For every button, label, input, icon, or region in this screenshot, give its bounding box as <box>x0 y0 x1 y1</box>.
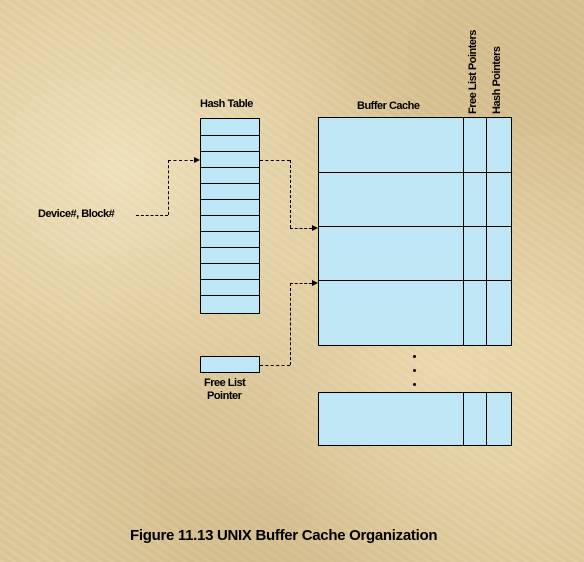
arrowhead-icon <box>312 225 318 231</box>
hash-pointers-label: Hash Pointers <box>491 46 503 114</box>
free-list-pointer-label-line2: Pointer <box>207 390 242 402</box>
free-list-pointers-label: Free List Pointers <box>467 30 479 114</box>
hash-table-row-divider <box>201 151 259 152</box>
device-connector <box>168 160 193 161</box>
hash-table-row-divider <box>201 231 259 232</box>
hash-table-row-divider <box>201 295 259 296</box>
buffer-cache-title: Buffer Cache <box>357 100 420 112</box>
free-list-pointer-box <box>200 356 260 373</box>
ellipsis-dot <box>413 383 416 386</box>
buffer-row-divider <box>319 172 511 173</box>
hash-table-row-divider <box>201 135 259 136</box>
hash-table-title: Hash Table <box>200 98 253 110</box>
hash-connector <box>290 160 291 228</box>
buffer-cache <box>318 117 512 346</box>
hash-connector <box>260 160 290 161</box>
figure-caption: Figure 11.13 UNIX Buffer Cache Organizat… <box>130 527 438 544</box>
buffer-row-divider <box>319 280 511 281</box>
hash-table-row-divider <box>201 199 259 200</box>
hash-table-row-divider <box>201 167 259 168</box>
ellipsis-dot <box>413 369 416 372</box>
buffer-row-divider <box>319 226 511 227</box>
free-list-pointer-label-line1: Free List <box>204 377 246 389</box>
device-connector <box>168 160 169 215</box>
device-block-label: Device#, Block# <box>38 208 115 220</box>
free-list-connector <box>260 365 290 366</box>
hash-connector <box>290 228 312 229</box>
hash-table-row-divider <box>201 279 259 280</box>
hash-pointer-column-divider <box>486 393 487 445</box>
arrowhead-icon <box>312 280 318 286</box>
free-list-pointer-column-divider <box>463 393 464 445</box>
free-list-connector <box>290 283 312 284</box>
ellipsis-dot <box>413 355 416 358</box>
buffer-cache-last-row <box>318 392 512 446</box>
arrowhead-icon <box>194 157 200 163</box>
free-list-connector <box>290 283 291 365</box>
hash-table-row-divider <box>201 263 259 264</box>
hash-table-row-divider <box>201 183 259 184</box>
hash-pointer-column-divider <box>486 118 487 345</box>
free-list-pointer-column-divider <box>463 118 464 345</box>
hash-table-row-divider <box>201 215 259 216</box>
hash-table <box>200 118 260 314</box>
hash-table-row-divider <box>201 247 259 248</box>
device-connector <box>136 215 168 216</box>
